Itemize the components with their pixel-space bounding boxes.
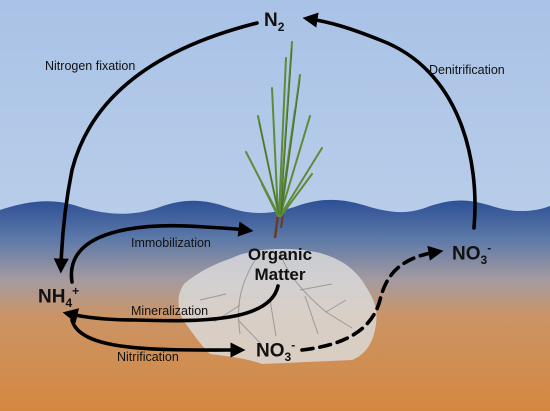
n2-base: N	[264, 10, 278, 31]
no3-soil-sup: -	[291, 338, 296, 352]
mineralization-arrow	[62, 284, 280, 324]
plant-icon	[245, 41, 323, 239]
organic-matter-line1: Organic	[247, 245, 313, 264]
immobilization-label: Immobilization	[131, 236, 211, 250]
denitrification-label: Denitrification	[429, 63, 505, 77]
organic-matter-line2: Matter	[254, 265, 306, 284]
immobilization-arrow	[69, 221, 254, 284]
nh4-label: NH4+	[38, 284, 79, 310]
no3-soil-base: NO	[256, 340, 285, 362]
nitrification-arrow	[70, 318, 246, 358]
nitrification-label: Nitrification	[117, 350, 179, 364]
nh4-sup: +	[72, 284, 80, 298]
no3-water-base: NO	[452, 243, 481, 265]
no3-water-sub: 3	[480, 253, 488, 268]
no3-soil-sub: 3	[284, 350, 292, 365]
mineralization-label: Mineralization	[131, 304, 209, 318]
no3-soil-label: NO3-	[256, 338, 295, 364]
nitrogen-fixation-label: Nitrogen fixation	[45, 59, 136, 73]
no3-water-label: NO3-	[452, 241, 491, 267]
nh4-sub: 4	[65, 296, 73, 311]
n2-label: N2	[264, 10, 284, 34]
nitrate-transport-arrow	[300, 245, 444, 352]
organic-matter-patch	[178, 248, 377, 364]
no3-water-sup: -	[487, 241, 492, 255]
n2-sub: 2	[277, 19, 285, 34]
organic-matter-label: Organic Matter	[240, 245, 320, 285]
denitrification-arrow	[302, 12, 477, 230]
nitrogen-fixation-arrow	[53, 21, 259, 274]
nh4-base: NH	[38, 286, 66, 308]
